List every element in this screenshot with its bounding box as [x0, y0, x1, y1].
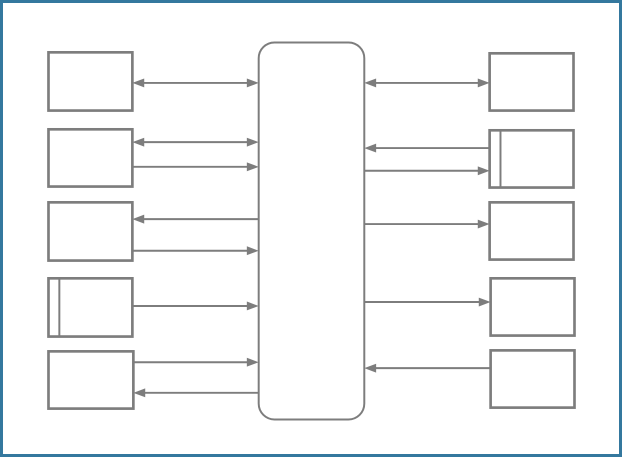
edge-left-5-6-arrowhead-right — [246, 357, 259, 367]
node-right-4 — [489, 277, 576, 337]
node-left-5 — [47, 350, 135, 410]
edge-left-1-0-arrowhead-right — [246, 78, 259, 88]
node-right-3 — [488, 201, 575, 261]
node-left-3 — [47, 201, 134, 262]
block-diagram — [47, 41, 576, 421]
edge-left-4-5-arrowhead-right — [246, 301, 259, 311]
edge-right-2-9-arrowhead-left — [364, 143, 377, 153]
center-hub-node — [257, 41, 366, 421]
node-left-2 — [47, 127, 134, 188]
edge-right-4-12-arrowhead-right — [478, 297, 491, 307]
edge-left-3-3-arrowhead-left — [132, 214, 145, 224]
edge-left-3-4-arrowhead-right — [246, 246, 259, 256]
edge-left-5-7-arrowhead-left — [133, 388, 146, 398]
edge-left-2-1-arrowhead-right — [246, 137, 259, 147]
edge-right-5-13-arrowhead-left — [364, 363, 377, 373]
node-right-1 — [488, 51, 575, 112]
edge-right-1-8-arrowhead-right — [477, 78, 490, 88]
edge-right-2-10-arrowhead-right — [477, 166, 490, 176]
edge-left-1-0-arrowhead-left — [132, 78, 145, 88]
edge-left-2-1-arrowhead-left — [132, 137, 145, 147]
node-right-2 — [488, 128, 575, 189]
node-right-5 — [489, 349, 576, 409]
node-left-1 — [47, 51, 134, 112]
node-left-4 — [47, 277, 134, 338]
edge-right-1-8-arrowhead-left — [364, 78, 377, 88]
edge-left-2-2-arrowhead-right — [246, 162, 259, 172]
edge-right-3-11-arrowhead-right — [477, 219, 490, 229]
